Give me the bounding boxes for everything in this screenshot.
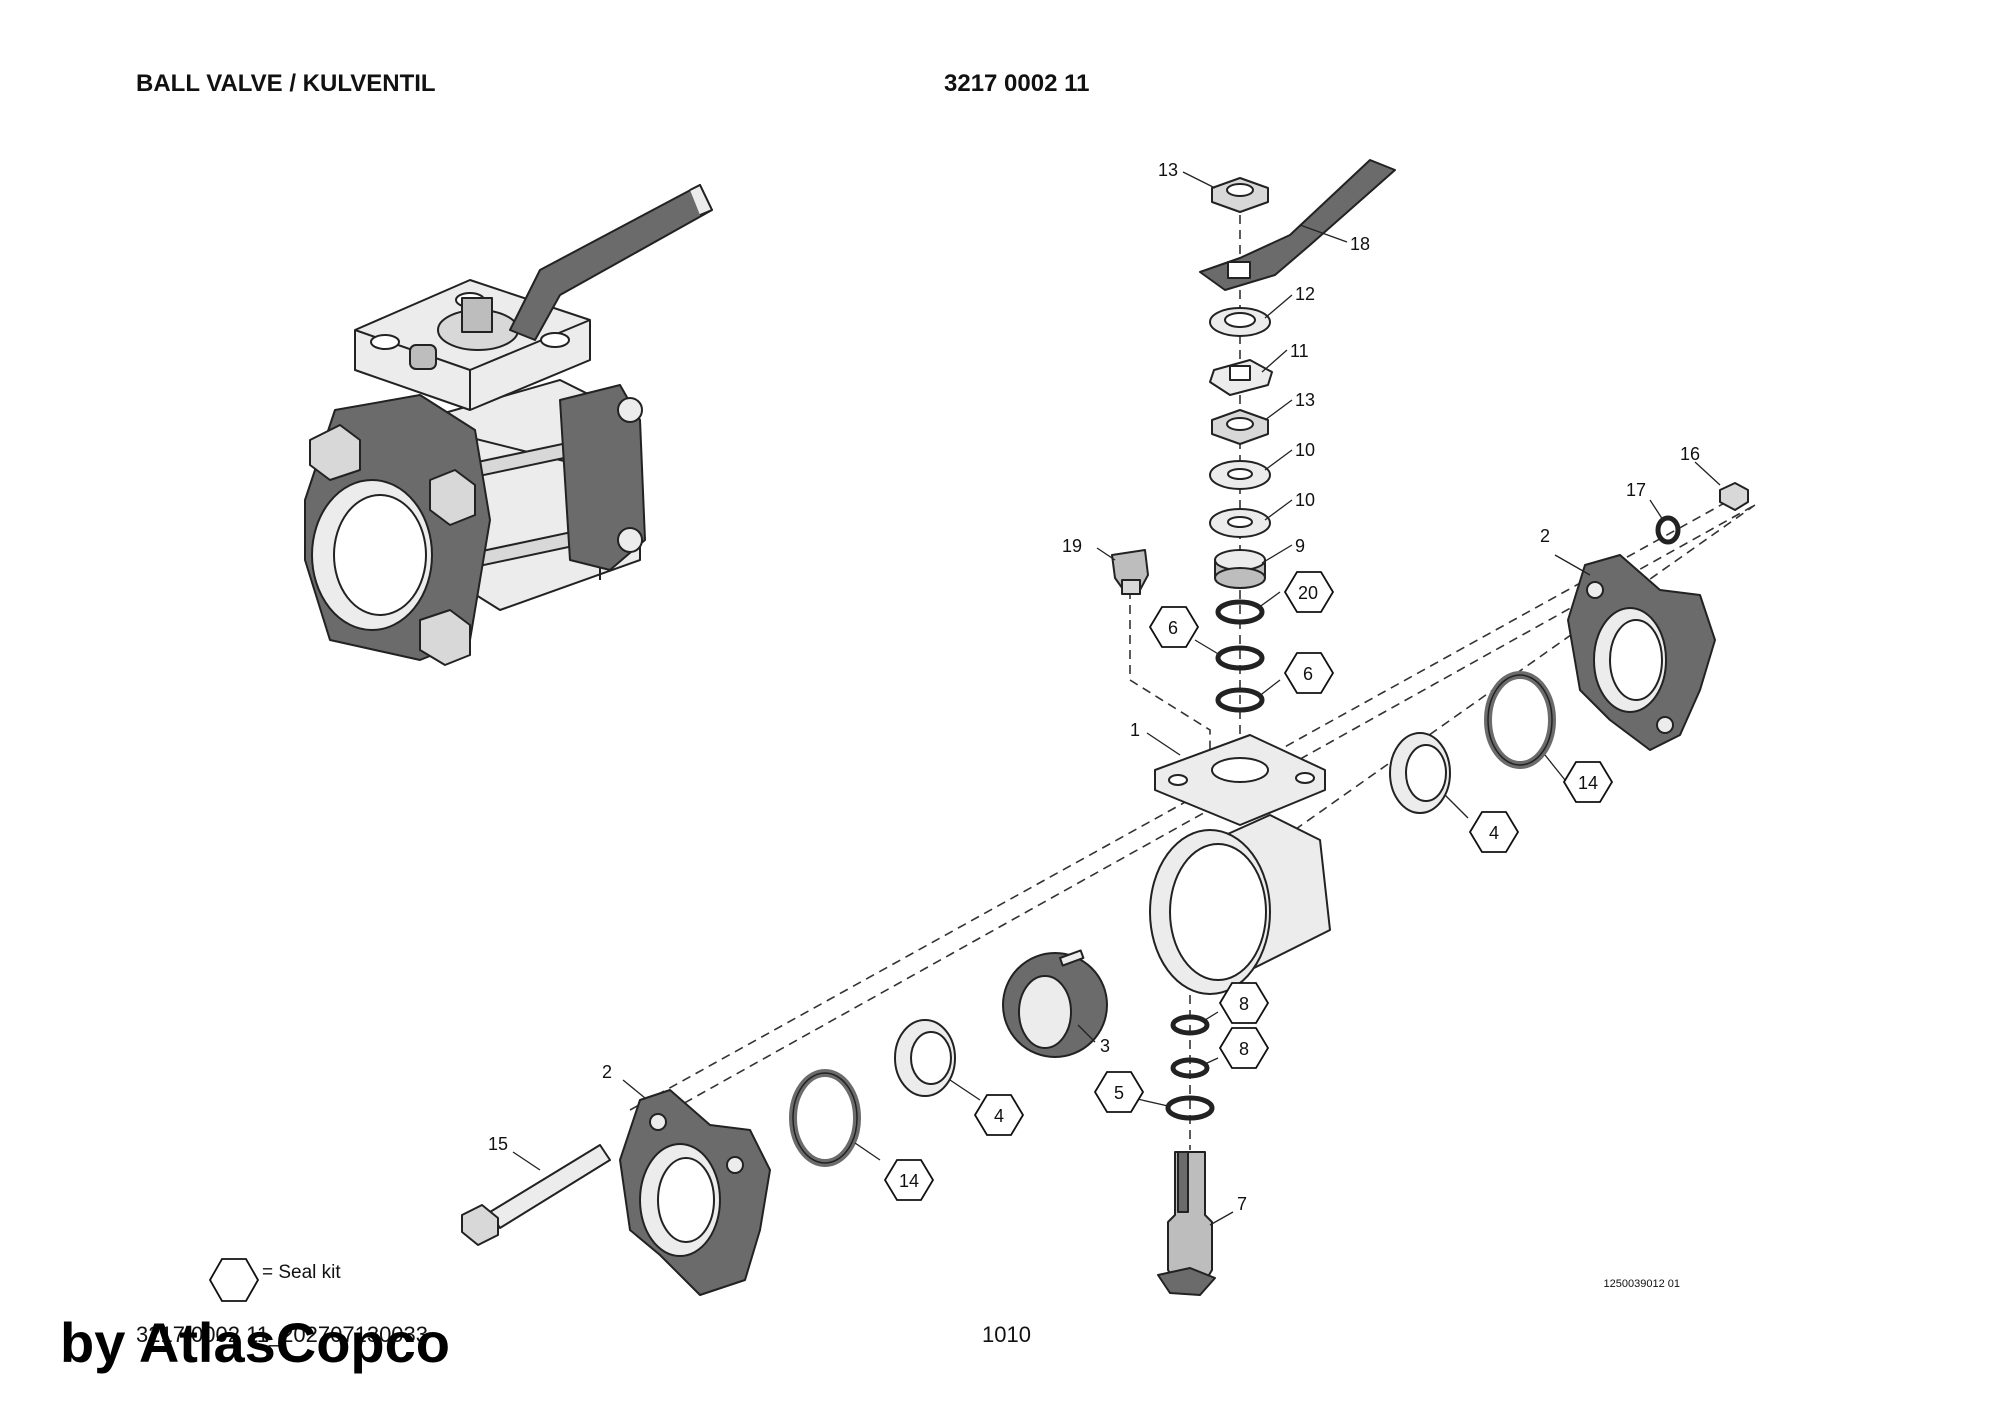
drawing-number: 1250039012 01 <box>1603 1278 1680 1290</box>
ring-6a <box>1215 645 1265 671</box>
callout-13: 13 <box>1295 390 1315 410</box>
page-title: BALL VALVE / KULVENTIL <box>136 70 436 97</box>
nut-16 <box>1719 482 1749 511</box>
washer-17 <box>1655 515 1681 545</box>
callout-4-left: 4 <box>994 1106 1004 1126</box>
ring-6b <box>1215 687 1265 713</box>
callout-14-left: 14 <box>899 1171 919 1191</box>
callout-12: 12 <box>1295 284 1315 304</box>
ring-8b <box>1170 1057 1210 1079</box>
callout-5: 5 <box>1114 1083 1124 1103</box>
callout-6a: 6 <box>1168 618 1178 638</box>
ring-5 <box>1165 1095 1215 1121</box>
callout-4-right: 4 <box>1489 823 1499 843</box>
bolt-15 <box>489 1144 611 1229</box>
callout-7: 7 <box>1237 1194 1247 1214</box>
callout-17: 17 <box>1626 480 1646 500</box>
callout-10b: 10 <box>1295 490 1315 510</box>
callout-8a: 8 <box>1239 994 1249 1014</box>
callout-1: 1 <box>1130 720 1140 740</box>
callout-9: 9 <box>1295 536 1305 556</box>
oring-20 <box>1215 599 1265 625</box>
callout-8b: 8 <box>1239 1039 1249 1059</box>
handle-18 <box>1199 159 1396 291</box>
seal-kit-legend: = Seal kit <box>262 1262 341 1283</box>
seal-kit-hexagons <box>208 571 1614 1302</box>
callout-15: 15 <box>488 1134 508 1154</box>
part-number: 3217 0002 11 <box>944 70 1090 97</box>
callout-14-right: 14 <box>1578 773 1598 793</box>
leader-lines <box>512 171 1721 1226</box>
callout-18: 18 <box>1350 234 1370 254</box>
callout-10a: 10 <box>1295 440 1315 460</box>
callout-19: 19 <box>1062 536 1082 556</box>
exploded-parts <box>461 159 1749 1296</box>
callout-11: 11 <box>1290 341 1309 361</box>
callout-2-left: 2 <box>602 1062 612 1082</box>
document-id: 3217 0002 11_202707130033 <box>136 1322 429 1347</box>
callout-6b: 6 <box>1303 664 1313 684</box>
callout-2-right: 2 <box>1540 526 1550 546</box>
callout-labels: 13 18 12 11 13 10 10 9 20 6 6 19 1 2 17 … <box>488 160 1700 1214</box>
callout-20: 20 <box>1298 583 1318 603</box>
callout-13-top: 13 <box>1158 160 1178 180</box>
assembled-valve-illustration <box>304 184 713 666</box>
watermark: by AtlasCopco <box>60 1311 450 1374</box>
callout-16: 16 <box>1680 444 1700 464</box>
callout-3: 3 <box>1100 1036 1110 1056</box>
ring-8a <box>1170 1014 1210 1036</box>
legend-hexagon <box>208 1258 260 1302</box>
page-number: 1010 <box>982 1322 1031 1347</box>
